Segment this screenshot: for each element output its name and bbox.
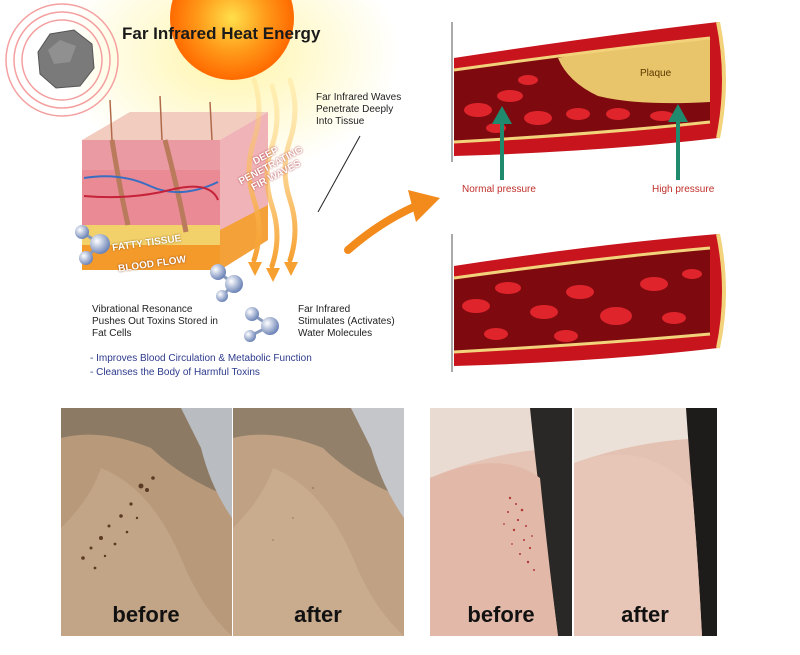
photo-underarm-after: after: [233, 408, 404, 636]
heat-waves: [246, 77, 298, 269]
photo-2-label: after: [294, 602, 342, 627]
normal-pressure-label: Normal pressure: [462, 184, 536, 195]
bullet-toxins: - Cleanses the Body of Harmful Toxins: [90, 367, 260, 378]
high-pressure-label: High pressure: [652, 184, 715, 195]
fir-diagram: [5, 0, 440, 342]
skin-cross-section: [82, 95, 268, 270]
photo-3-label: before: [467, 602, 535, 627]
photo-thigh-after: after: [574, 408, 717, 636]
bullet-circulation: - Improves Blood Circulation & Metabolic…: [90, 353, 312, 364]
waves-note-line-3: Into Tissue: [316, 116, 365, 127]
stone-with-rings: [5, 3, 119, 117]
photo-1-label: before: [112, 602, 180, 627]
molecule-bottom: [244, 307, 279, 342]
waves-note-line-2: Penetrate Deeply: [316, 104, 394, 115]
water-note-line-1: Far Infrared: [298, 304, 351, 315]
water-note-line-2: Stimulates (Activates): [298, 316, 395, 327]
artery-comparison: [451, 22, 726, 372]
photo-underarm-before: before: [61, 408, 232, 636]
underarm-after-image: [233, 408, 404, 636]
water-note-line-3: Water Molecules: [298, 328, 373, 339]
underarm-before-image: [61, 408, 232, 636]
photo-4-label: after: [621, 602, 669, 627]
water-note: Far Infrared Stimulates (Activates) Wate…: [298, 304, 395, 340]
orange-curved-arrow: [344, 190, 440, 254]
thigh-after-image: [574, 408, 717, 636]
diagram-title: Far Infrared Heat Energy: [122, 24, 321, 43]
waves-note: Far Infrared Waves Penetrate Deeply Into…: [316, 92, 401, 128]
vibrational-note: Vibrational Resonance Pushes Out Toxins …: [92, 304, 218, 340]
vibrational-note-line-3: Fat Cells: [92, 328, 132, 339]
vibrational-note-line-2: Pushes Out Toxins Stored in: [92, 316, 218, 327]
thigh-before-image: [430, 408, 572, 636]
heat-arrows: [248, 262, 298, 282]
artery-with-plaque: [453, 22, 726, 156]
molecule-left: [75, 225, 110, 265]
pointer-line: [317, 135, 361, 213]
benefit-bullets: - Improves Blood Circulation & Metabolic…: [90, 352, 312, 380]
pressure-arrows: [492, 104, 688, 180]
photo-thigh-before: before: [430, 408, 572, 636]
waves-note-line-1: Far Infrared Waves: [316, 92, 402, 103]
artery-healthy: [453, 233, 726, 366]
molecule-right: [210, 264, 243, 302]
vibrational-note-line-1: Vibrational Resonance: [92, 304, 193, 315]
plaque-label: Plaque: [640, 68, 672, 79]
